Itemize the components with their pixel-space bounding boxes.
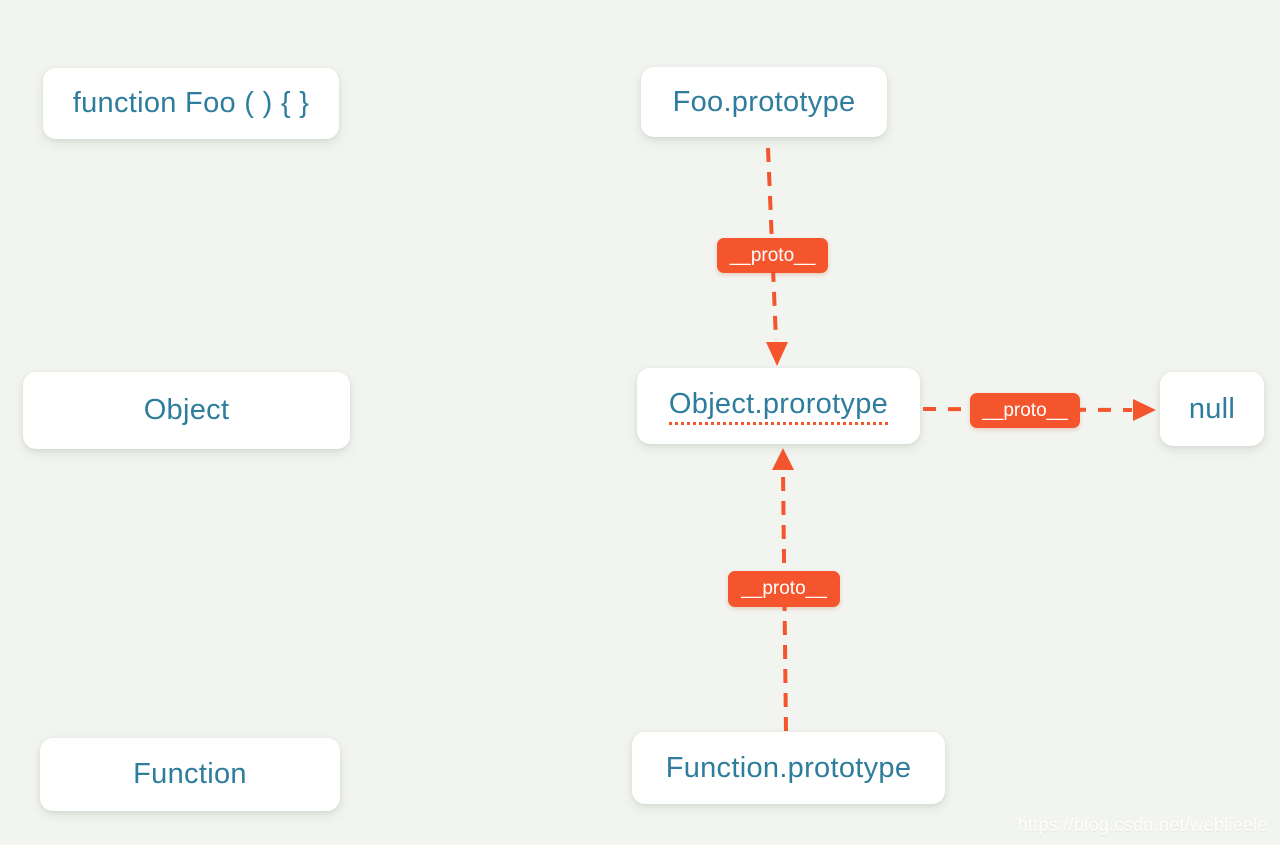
node-foo-prototype-label: Foo.prototype [672, 85, 856, 118]
node-null: null [1160, 372, 1264, 446]
node-function-prototype: Function.prototype [632, 732, 945, 804]
arrowhead-right-icon [1133, 399, 1156, 421]
node-function-foo-label: function Foo ( ) { } [72, 87, 310, 119]
proto-badge-foo-chain: __proto__ [717, 238, 828, 273]
proto-badge-null-chain: __proto__ [970, 393, 1080, 428]
arrowhead-down-icon [766, 342, 788, 366]
node-function-label: Function [133, 758, 247, 790]
proto-badge-label: __proto__ [729, 244, 816, 266]
node-foo-prototype: Foo.prototype [641, 67, 887, 137]
node-object-prototype-label: Object.prorotype [668, 388, 889, 425]
node-function-prototype-label: Function.prototype [665, 751, 912, 784]
proto-badge-function-chain: __proto__ [728, 571, 840, 607]
node-object: Object [23, 372, 350, 449]
node-object-prototype: Object.prorotype [637, 368, 920, 444]
node-function: Function [40, 738, 340, 811]
arrowhead-up-icon [772, 448, 794, 470]
node-function-foo: function Foo ( ) { } [43, 68, 339, 139]
watermark-url: https://blog.csdn.net/weblieele [1017, 815, 1268, 835]
proto-badge-label: __proto__ [741, 578, 827, 599]
node-null-label: null [1188, 392, 1236, 425]
proto-badge-label: __proto__ [982, 399, 1068, 421]
node-object-label: Object [143, 394, 230, 426]
